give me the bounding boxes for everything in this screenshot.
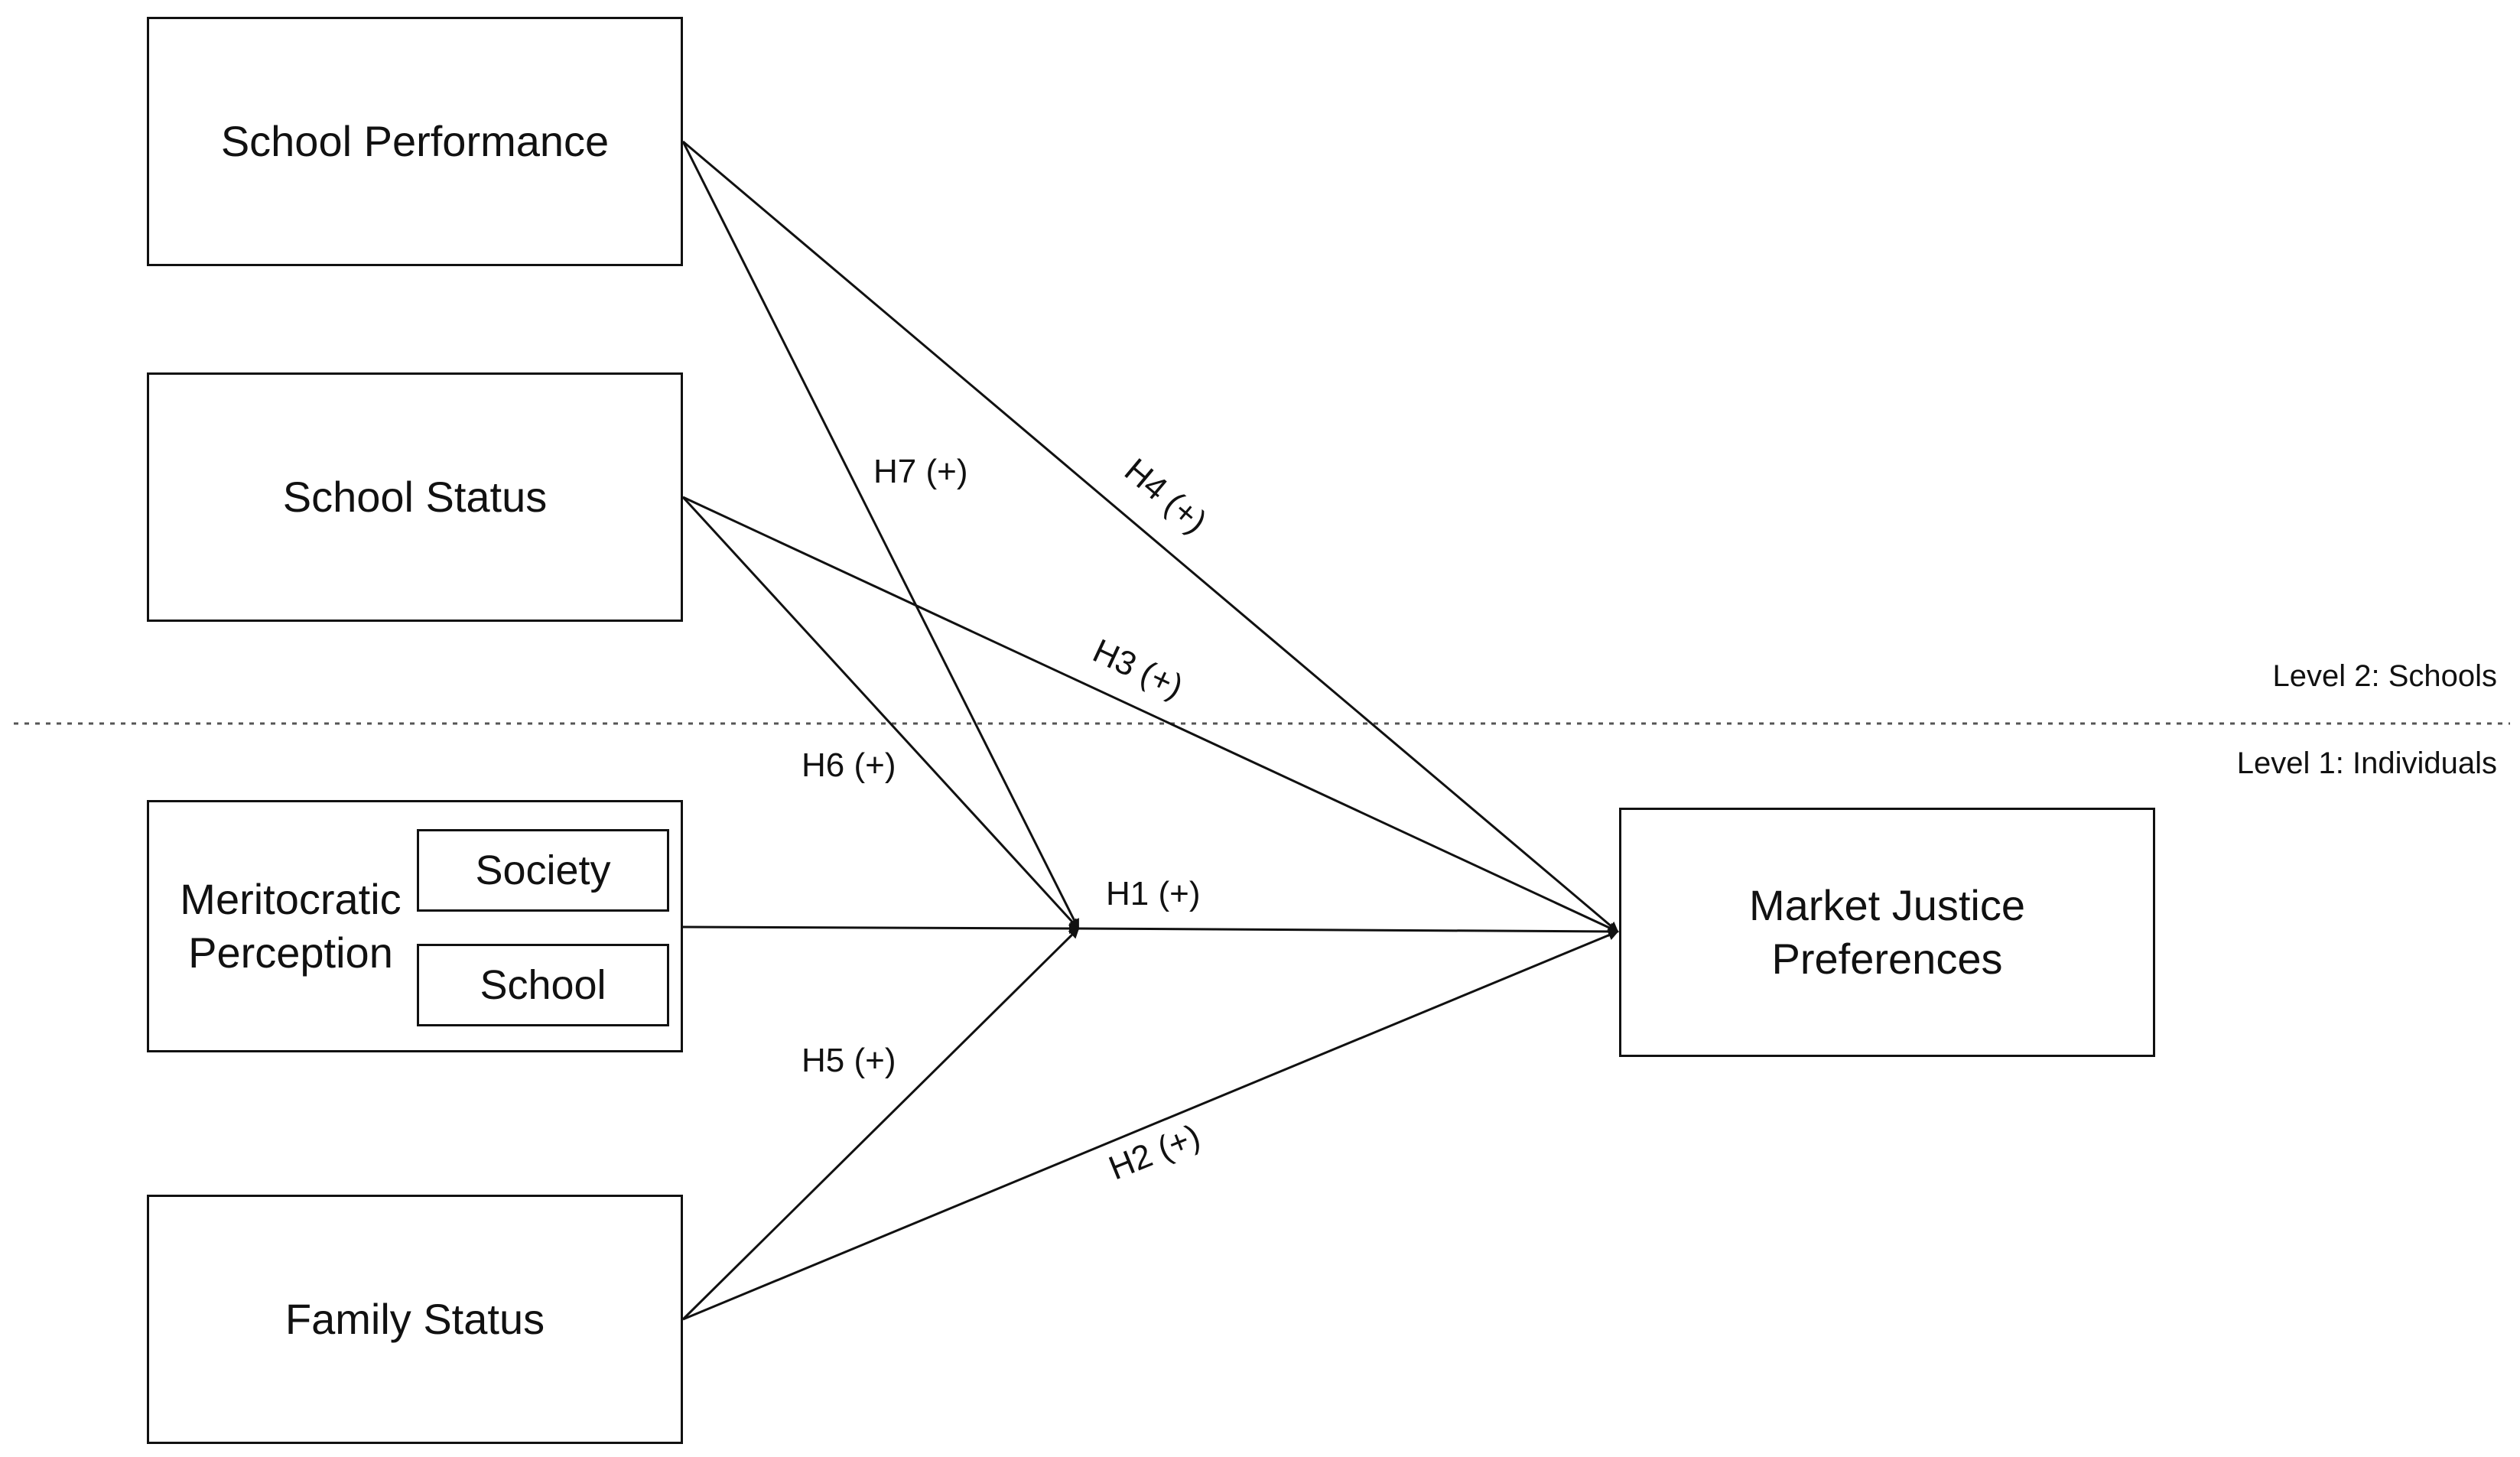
arrow-h5 — [681, 927, 1080, 1321]
level-2-label: Level 2: Schools — [2272, 659, 2497, 693]
school-performance-box: School Performance — [147, 17, 683, 266]
path-label-h6: H6 (+) — [802, 746, 896, 784]
school-box: School — [417, 944, 669, 1026]
arrow-h1 — [1078, 925, 1619, 937]
level-1-label: Level 1: Individuals — [2236, 746, 2497, 780]
arrow-h2 — [682, 930, 1619, 1321]
arrow-meritocratic-to-junction — [682, 922, 1080, 934]
arrow-h6 — [681, 496, 1080, 930]
arrow-h7 — [681, 141, 1080, 930]
path-label-h7: H7 (+) — [873, 453, 968, 490]
market-justice-preferences-label: Market Justice Preferences — [1749, 881, 2025, 983]
meritocratic-perception-label: Meritocratic Perception — [180, 875, 402, 977]
school-performance-label: School Performance — [220, 117, 610, 165]
market-justice-preferences-box: Market Justice Preferences — [1619, 808, 2155, 1057]
family-status-box: Family Status — [147, 1195, 683, 1444]
school-label: School — [480, 962, 606, 1008]
arrow-h4 — [682, 140, 1619, 933]
society-box: Society — [417, 829, 669, 912]
society-label: Society — [475, 847, 611, 893]
school-status-box: School Status — [147, 372, 683, 622]
arrow-h3 — [682, 496, 1619, 933]
path-label-h5: H5 (+) — [802, 1042, 896, 1079]
school-status-label: School Status — [282, 473, 548, 521]
path-label-h1: H1 (+) — [1106, 875, 1201, 912]
family-status-label: Family Status — [285, 1295, 545, 1343]
